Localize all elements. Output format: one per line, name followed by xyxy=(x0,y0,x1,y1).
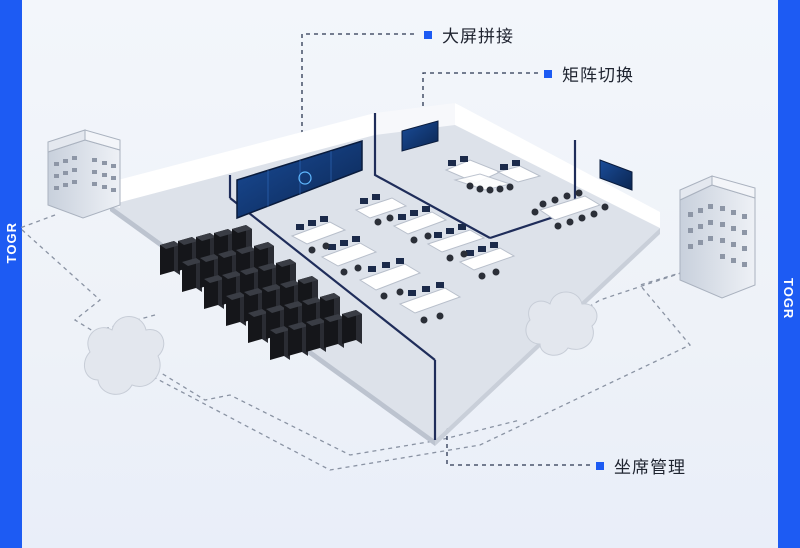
seat-management-label-text: 坐席管理 xyxy=(614,458,686,478)
bullet-square-icon xyxy=(544,69,552,78)
server-rack xyxy=(306,318,326,352)
back-wall-right xyxy=(455,103,660,228)
building-right xyxy=(679,175,756,299)
brand-logo-right: TOGR xyxy=(781,278,796,320)
server-rack xyxy=(248,309,268,343)
video-wall-label: 大屏拼接 xyxy=(424,22,514,47)
server-racks xyxy=(160,225,362,360)
matrix-screens xyxy=(401,120,633,191)
server-rack xyxy=(182,258,202,292)
server-rack xyxy=(226,292,246,326)
video-wall-label-text: 大屏拼接 xyxy=(442,27,514,47)
conference-table xyxy=(531,189,609,230)
server-rack xyxy=(160,241,180,275)
bullet-square-icon xyxy=(596,461,604,470)
matrix-monitors xyxy=(448,156,520,170)
cloud-left xyxy=(83,316,165,395)
server-rack xyxy=(276,259,296,293)
left-brand-bar: TOGR xyxy=(0,0,22,548)
seat-management-label: 坐席管理 xyxy=(596,453,686,478)
matrix-switch-label: 矩阵切换 xyxy=(544,61,634,86)
matrix-switch-label-text: 矩阵切换 xyxy=(562,66,634,86)
server-rack xyxy=(342,310,362,344)
matrix-chairs xyxy=(466,182,514,194)
server-rack xyxy=(204,275,224,309)
server-rack xyxy=(270,326,290,360)
server-rack xyxy=(288,322,308,356)
bullet-square-icon xyxy=(424,30,432,39)
cloud-right xyxy=(525,291,598,356)
video-wall-screen xyxy=(236,139,363,220)
back-wall-left xyxy=(110,113,375,205)
building-left xyxy=(47,129,121,219)
right-brand-bar: TOGR xyxy=(778,0,800,548)
seat-desks xyxy=(290,194,516,324)
server-rack xyxy=(324,314,344,348)
leader-lines xyxy=(301,33,590,466)
